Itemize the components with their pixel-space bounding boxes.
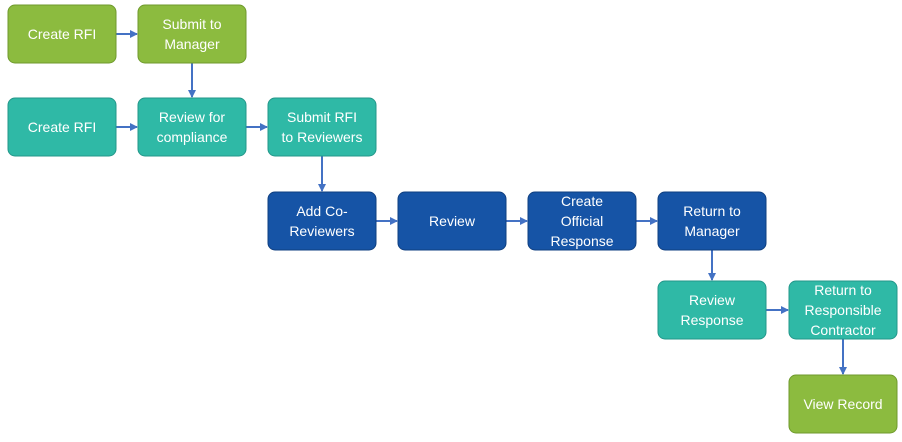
step-box [788, 374, 898, 434]
step-review-for-compliance: Review for compliance [137, 97, 247, 157]
connectors [116, 30, 847, 375]
step-box [137, 4, 247, 64]
step-return-to-manager: Return to Manager [657, 191, 767, 251]
step-label: Official [561, 213, 604, 229]
step-label: Manager [164, 36, 220, 52]
step-review: Review [397, 191, 507, 251]
step-box [657, 280, 767, 340]
step-box [7, 4, 117, 64]
step-box [267, 97, 377, 157]
step-label: Create RFI [28, 26, 96, 42]
step-label: Review for [159, 109, 225, 125]
step-label: Responsible [804, 302, 881, 318]
step-box [267, 191, 377, 251]
step-submit-to-manager: Submit to Manager [137, 4, 247, 64]
step-create-rfi-1: Create RFI [7, 4, 117, 64]
step-label: compliance [157, 129, 228, 145]
step-label: Contractor [810, 322, 876, 338]
step-label: Review [429, 213, 476, 229]
step-label: Response [680, 312, 743, 328]
step-label: Add Co- [296, 203, 348, 219]
step-box [527, 191, 637, 251]
step-box [788, 280, 898, 340]
step-label: Create [561, 193, 603, 209]
step-view-record: View Record [788, 374, 898, 434]
step-add-co-reviewers: Add Co- Reviewers [267, 191, 377, 251]
step-label: Response [550, 233, 613, 249]
step-label: Return to [814, 282, 872, 298]
step-label: Submit to [162, 16, 221, 32]
step-label: Return to [683, 203, 741, 219]
step-box [7, 97, 117, 157]
step-box [397, 191, 507, 251]
step-label: View Record [803, 396, 882, 412]
step-box [657, 191, 767, 251]
step-submit-rfi-to-reviewers: Submit RFI to Reviewers [267, 97, 377, 157]
step-create-rfi-2: Create RFI [7, 97, 117, 157]
step-label: Create RFI [28, 119, 96, 135]
step-label: Review [689, 292, 736, 308]
step-label: Submit RFI [287, 109, 357, 125]
step-label: Reviewers [289, 223, 354, 239]
step-box [137, 97, 247, 157]
step-label: to Reviewers [282, 129, 363, 145]
step-label: Manager [684, 223, 740, 239]
